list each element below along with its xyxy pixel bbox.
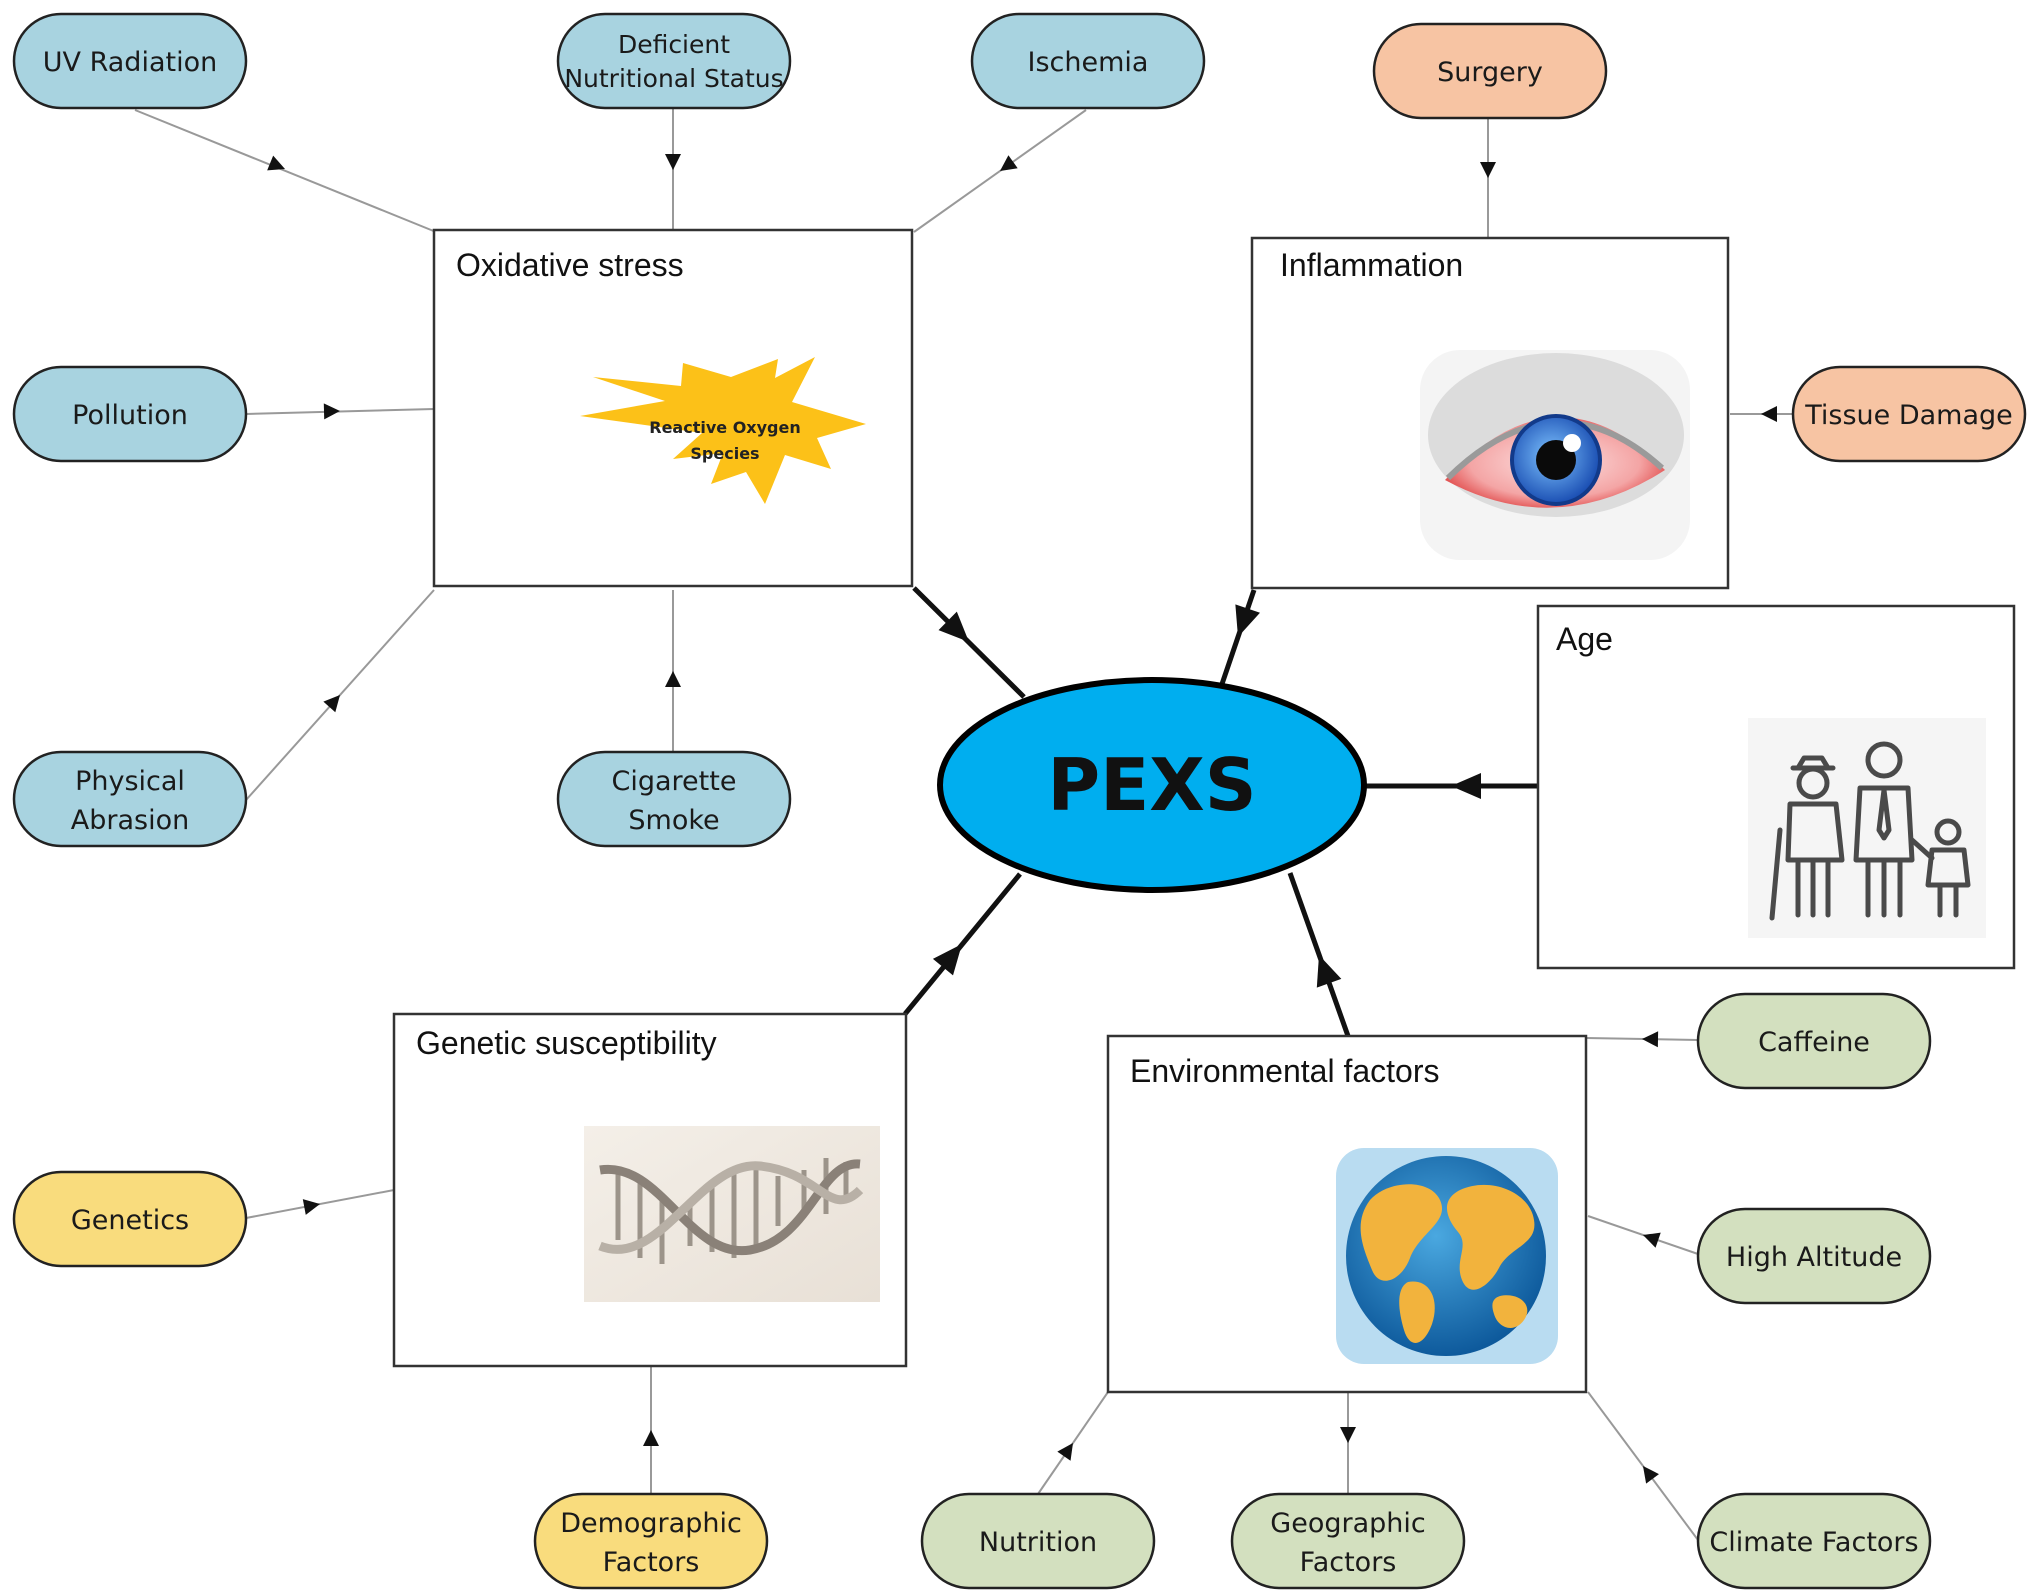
environmental-to-pexs-arrow	[1316, 955, 1342, 988]
deficient-nutritional-status-factor: Deficient Nutritional Status	[556, 12, 792, 110]
ischemia-factor: Ischemia	[970, 12, 1206, 110]
nutrition-factor: Nutrition	[920, 1492, 1156, 1590]
pexs-label: PEXS	[1047, 743, 1256, 827]
geographic-factors-factor: Geographic Factors	[1230, 1492, 1466, 1590]
age-box: Age	[1536, 604, 2016, 970]
uv-arrow	[267, 155, 285, 171]
family-generations-icon	[1748, 718, 1986, 938]
nutrition-label: Nutrition	[979, 1527, 1097, 1558]
inflammation-to-pexs-arrow	[1235, 604, 1260, 637]
surgery-factor: Surgery	[1372, 22, 1608, 120]
tissue-arrow	[1761, 406, 1777, 422]
caffeine-factor: Caffeine	[1696, 992, 1932, 1090]
climate-arrow	[1643, 1466, 1659, 1484]
surgery-label: Surgery	[1437, 57, 1543, 88]
geographic-label-line1: Geographic	[1270, 1508, 1425, 1539]
genetics-arrow	[302, 1199, 320, 1215]
climate-factors-label: Climate Factors	[1709, 1527, 1918, 1558]
age-title: Age	[1556, 621, 1613, 657]
reactive-oxygen-burst-icon	[580, 357, 866, 504]
factor-pills: UV Radiation Deficient Nutritional Statu…	[12, 12, 2027, 1590]
genetic-title: Genetic susceptibility	[416, 1025, 717, 1061]
demographic-arrow	[643, 1430, 659, 1446]
physical-abrasion-factor: Physical Abrasion	[12, 750, 248, 848]
genetic-to-pexs-line	[903, 872, 1022, 1016]
age-to-pexs-arrow	[1451, 773, 1481, 799]
connectors	[134, 108, 1793, 1541]
ischemia-arrow	[1000, 155, 1018, 171]
tissue-damage-label: Tissue Damage	[1804, 400, 2013, 431]
physical-label-line1: Physical	[75, 766, 185, 797]
cigarette-label-line2: Smoke	[628, 805, 719, 836]
genetic-susceptibility-box: Genetic susceptibility	[392, 1012, 908, 1368]
geographic-arrow	[1340, 1427, 1356, 1443]
physical-arrow	[323, 695, 340, 713]
environmental-title: Environmental factors	[1130, 1053, 1439, 1089]
pollution-label: Pollution	[72, 400, 188, 431]
genetic-to-pexs-arrow	[932, 944, 962, 976]
cigarette-arrow	[665, 671, 681, 687]
cigarette-label-line1: Cigarette	[612, 766, 737, 797]
demographic-label-line2: Factors	[603, 1547, 700, 1578]
tissue-damage-factor: Tissue Damage	[1791, 365, 2027, 463]
uv-radiation-factor: UV Radiation	[12, 12, 248, 110]
cigarette-smoke-factor: Cigarette Smoke	[556, 750, 792, 848]
nutritional-arrow	[665, 154, 681, 170]
geographic-label-line2: Factors	[1300, 1547, 1397, 1578]
uv-connector	[134, 109, 437, 233]
genetics-factor: Genetics	[12, 1170, 248, 1268]
caffeine-label: Caffeine	[1758, 1027, 1870, 1058]
demographic-label-line1: Demographic	[560, 1508, 742, 1539]
pollution-connector	[245, 408, 435, 415]
ros-label-line1: Reactive Oxygen	[649, 418, 800, 437]
ischemia-label: Ischemia	[1028, 47, 1149, 78]
oxidative-stress-title: Oxidative stress	[456, 247, 684, 283]
pollution-factor: Pollution	[12, 365, 248, 463]
oxidative-to-pexs-arrow	[938, 611, 969, 642]
globe-icon	[1336, 1148, 1558, 1364]
oxidative-stress-box: Oxidative stress Reactive Oxygen Species	[432, 228, 914, 588]
oxidative-to-pexs-line	[912, 586, 1026, 699]
environmental-factors-box: Environmental factors	[1106, 1034, 1588, 1394]
red-eye-icon	[1420, 350, 1690, 560]
high-altitude-label: High Altitude	[1726, 1242, 1902, 1273]
pexs-center-node: PEXS	[937, 677, 1367, 893]
climate-factors-factor: Climate Factors	[1696, 1492, 1932, 1590]
environmental-to-pexs-line	[1287, 872, 1351, 1037]
dna-helix-icon	[584, 1126, 880, 1302]
nutritional-label-line2: Nutritional Status	[564, 64, 783, 93]
demographic-factors-factor: Demographic Factors	[533, 1492, 769, 1590]
surgery-arrow	[1480, 162, 1496, 178]
caffeine-arrow	[1642, 1031, 1659, 1048]
inflammation-box: Inflammation	[1250, 236, 1730, 590]
altitude-arrow	[1643, 1232, 1661, 1248]
nutrition-arrow	[1057, 1443, 1073, 1461]
genetics-label: Genetics	[71, 1205, 189, 1236]
high-altitude-factor: High Altitude	[1696, 1207, 1932, 1305]
pollution-arrow	[323, 403, 340, 420]
physical-label-line2: Abrasion	[71, 805, 189, 836]
ros-label-line2: Species	[690, 444, 759, 463]
uv-radiation-label: UV Radiation	[43, 47, 217, 78]
inflammation-title: Inflammation	[1280, 247, 1463, 283]
nutritional-label-line1: Deficient	[618, 30, 730, 59]
